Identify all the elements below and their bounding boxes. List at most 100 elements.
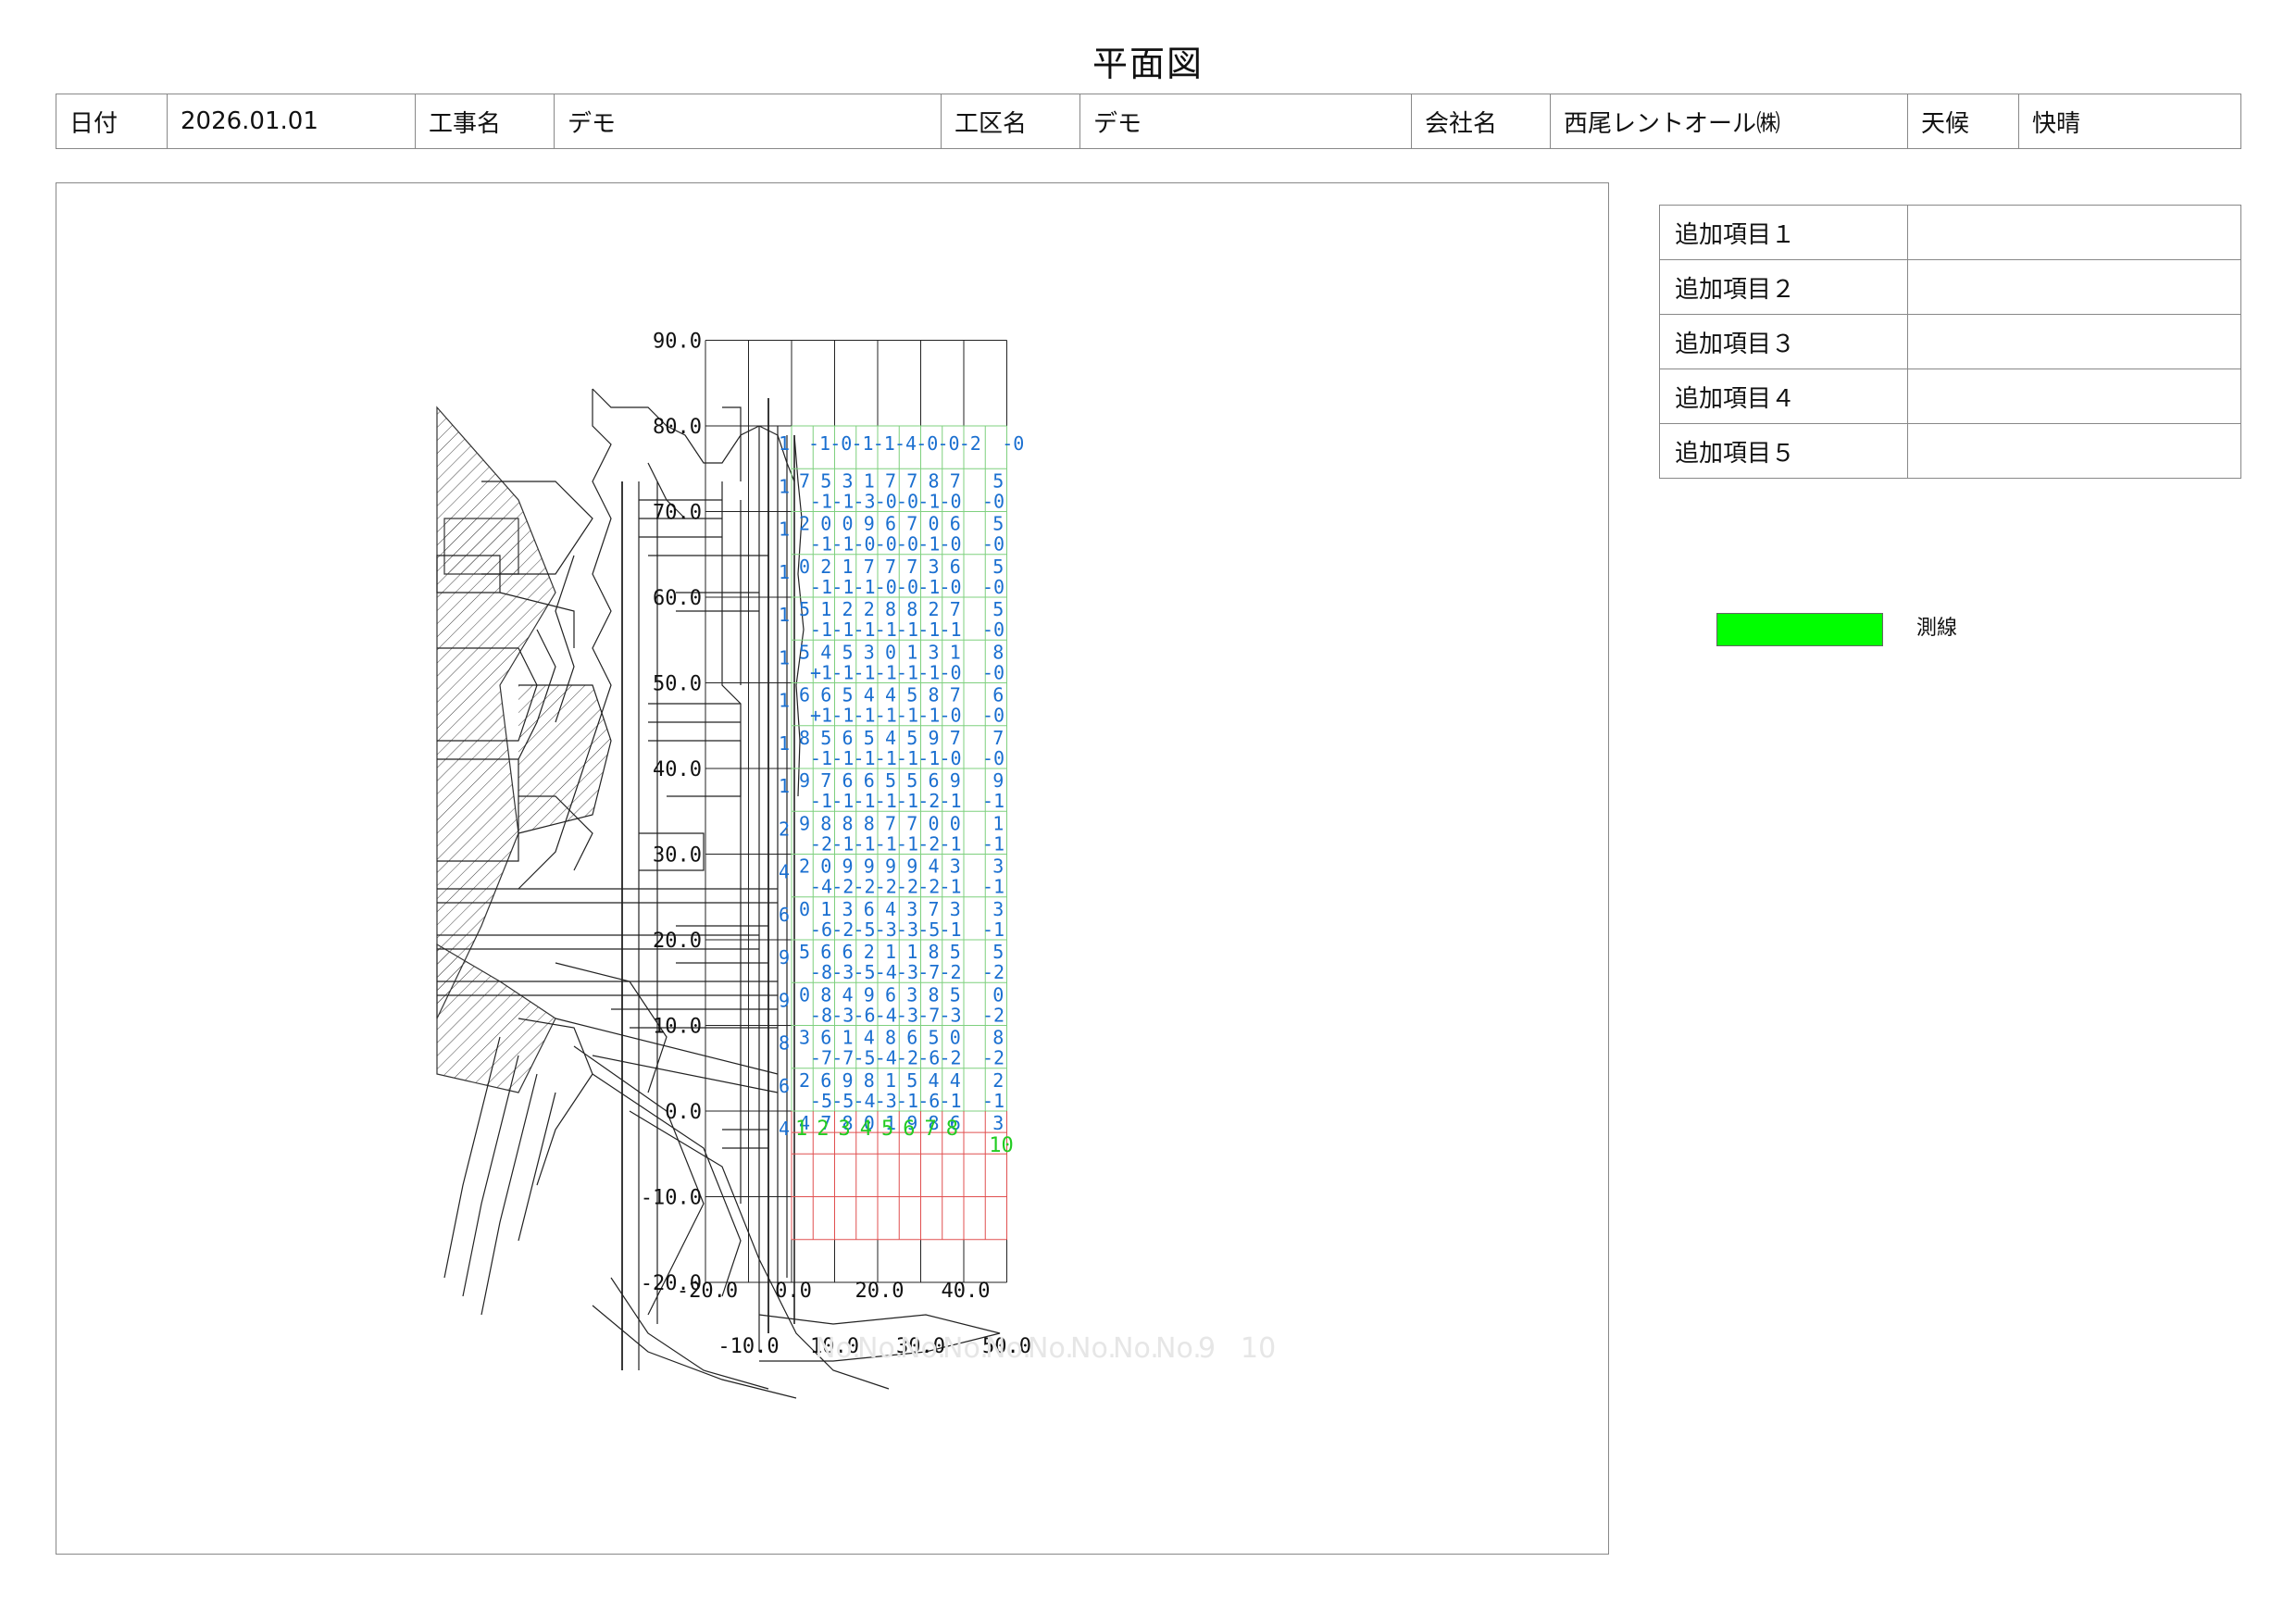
cell-value: 7 bbox=[950, 598, 961, 620]
cell-value: -0 bbox=[982, 747, 1004, 769]
cell-value: 2 bbox=[864, 941, 875, 963]
cell-value: -1 bbox=[940, 832, 962, 855]
cell-value: -1 bbox=[917, 661, 940, 683]
x-axis-tick-label: 50.0 bbox=[982, 1335, 1031, 1358]
cell-value: -8 bbox=[810, 1004, 832, 1026]
left-mark: 1 bbox=[779, 690, 790, 712]
cell-value: 5 bbox=[820, 469, 831, 492]
cell-value: -2 bbox=[917, 832, 940, 855]
watermark-text: No. bbox=[1155, 1332, 1202, 1365]
extra-item-label: 追加項目２ bbox=[1659, 259, 1908, 315]
date-label: 日付 bbox=[56, 94, 168, 149]
cell-value: -2 bbox=[982, 961, 1004, 983]
cell-value: -6 bbox=[854, 1004, 876, 1026]
cell-value: -2 bbox=[940, 1047, 962, 1069]
cell-value: 7 bbox=[820, 769, 831, 792]
cell-value: -1 bbox=[917, 705, 940, 727]
cell-value: 5 bbox=[929, 1027, 940, 1049]
cell-value: -1 bbox=[896, 1090, 918, 1112]
cell-value: -5 bbox=[854, 1047, 876, 1069]
company-name-label: 会社名 bbox=[1411, 94, 1551, 149]
cell-value: -1 bbox=[982, 790, 1004, 812]
cell-value: 6 bbox=[885, 513, 896, 535]
extra-item-row: 追加項目１ bbox=[1659, 205, 2241, 260]
cell-value: -1 bbox=[810, 576, 832, 598]
cell-value: 0 bbox=[950, 1027, 961, 1049]
cell-value: 8 bbox=[906, 598, 917, 620]
cell-value: -0 bbox=[830, 432, 852, 455]
cell-value: 9 bbox=[864, 983, 875, 1006]
y-axis-tick-label: 30.0 bbox=[653, 844, 702, 868]
cell-value: 5 bbox=[842, 684, 854, 706]
left-mark: 1 bbox=[779, 646, 790, 668]
watermark-text: No. bbox=[900, 1332, 946, 1365]
cell-value: -1 bbox=[810, 618, 832, 641]
cell-value: 1 bbox=[885, 941, 896, 963]
weather-label: 天候 bbox=[1907, 94, 2019, 149]
cell-value: 8 bbox=[885, 1027, 896, 1049]
cell-value: -3 bbox=[896, 961, 918, 983]
cell-value: -1 bbox=[875, 661, 897, 683]
watermark-text: No. bbox=[942, 1332, 989, 1365]
cell-value: -5 bbox=[917, 918, 940, 941]
cell-value: -1 bbox=[875, 618, 897, 641]
left-mark: 4 bbox=[779, 1118, 790, 1140]
cell-value: 5 bbox=[799, 641, 810, 663]
cell-value: 1 bbox=[906, 641, 917, 663]
cell-value: 5 bbox=[842, 641, 854, 663]
cell-value: 3 bbox=[842, 898, 854, 920]
cell-value: 7 bbox=[950, 727, 961, 749]
cell-value: -1 bbox=[875, 790, 897, 812]
cell-value: -0 bbox=[896, 490, 918, 512]
left-mark: 1 bbox=[779, 475, 790, 497]
cell-value: 6 bbox=[906, 1027, 917, 1049]
watermark-text: No. bbox=[1113, 1332, 1159, 1365]
survey-line-number: 4 bbox=[860, 1118, 872, 1141]
cell-value: 0 bbox=[799, 983, 810, 1006]
page-title: 平面図 bbox=[1092, 44, 1204, 84]
cell-value: -0 bbox=[938, 432, 960, 455]
cell-value: -2 bbox=[875, 876, 897, 898]
cell-value: 7 bbox=[950, 684, 961, 706]
watermark-text: 10 bbox=[1241, 1332, 1276, 1365]
date-value: 2026.01.01 bbox=[167, 94, 416, 149]
section-name-value: デモ bbox=[1079, 94, 1412, 149]
cell-value: 8 bbox=[799, 727, 810, 749]
cell-value: -3 bbox=[896, 918, 918, 941]
cell-value: 3 bbox=[950, 856, 961, 878]
cell-value: -7 bbox=[831, 1047, 854, 1069]
x-axis-tick-label: 40.0 bbox=[942, 1280, 991, 1303]
cell-value: -5 bbox=[810, 1090, 832, 1112]
cell-value: 6 bbox=[885, 983, 896, 1006]
cell-value: -2 bbox=[896, 1047, 918, 1069]
cell-value: 5 bbox=[906, 727, 917, 749]
cell-value: -1 bbox=[896, 618, 918, 641]
cell-value: -1 bbox=[852, 432, 874, 455]
x-axis-tick-label: 10.0 bbox=[810, 1335, 859, 1358]
cell-value: 8 bbox=[992, 1027, 1004, 1049]
left-mark: 8 bbox=[779, 1032, 790, 1055]
cell-value: -1 bbox=[940, 790, 962, 812]
y-axis-tick-label: -10.0 bbox=[641, 1187, 702, 1210]
cell-value: 0 bbox=[864, 1112, 875, 1134]
cell-value: -1 bbox=[940, 876, 962, 898]
cell-value: -1 bbox=[896, 661, 918, 683]
cell-value: -3 bbox=[875, 1090, 897, 1112]
x-axis-tick-label: -20.0 bbox=[677, 1280, 738, 1303]
cell-value: 9 bbox=[906, 856, 917, 878]
header-table: 日付 2026.01.01 工事名 デモ 工区名 デモ 会社名 西尾レントオール… bbox=[56, 94, 2241, 149]
cell-value: -0 bbox=[896, 576, 918, 598]
cell-value: 5 bbox=[885, 769, 896, 792]
cell-value: 3 bbox=[992, 856, 1004, 878]
cell-value: 7 bbox=[885, 812, 896, 834]
watermark-text: No. bbox=[857, 1332, 904, 1365]
survey-line-number: 6 bbox=[903, 1118, 915, 1141]
cell-value: -0 bbox=[875, 533, 897, 556]
cell-value: 5 bbox=[950, 941, 961, 963]
cell-value: -0 bbox=[854, 533, 876, 556]
cell-value: -1 bbox=[982, 832, 1004, 855]
cell-value: 7 bbox=[929, 898, 940, 920]
legend-label: 測線 bbox=[1916, 617, 1958, 640]
cell-value: -2 bbox=[982, 1047, 1004, 1069]
section-name-label: 工区名 bbox=[941, 94, 1080, 149]
